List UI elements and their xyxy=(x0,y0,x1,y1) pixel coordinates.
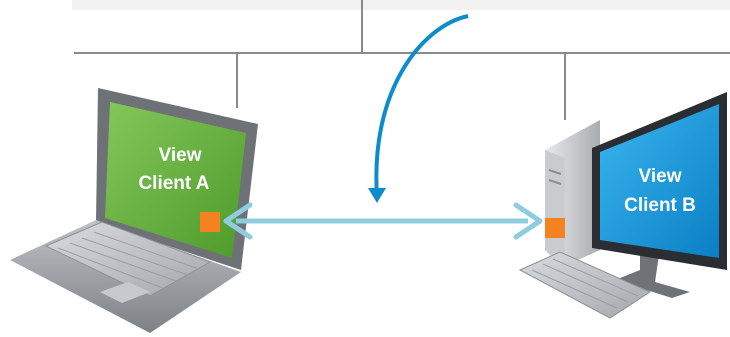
connection-arrow xyxy=(226,205,540,237)
curved-arrow-head xyxy=(368,188,386,203)
network-bus xyxy=(74,0,730,120)
client-b-label-line2: Client B xyxy=(624,195,696,216)
top-band xyxy=(72,0,730,10)
desktop-keyboard xyxy=(520,252,650,318)
client-a-label-line1: View xyxy=(159,145,202,166)
laptop-client-a: View Client A xyxy=(10,88,258,333)
client-b-label-line1: View xyxy=(639,166,682,187)
client-b-port xyxy=(545,218,565,238)
client-a-port xyxy=(200,212,220,232)
curved-arrow xyxy=(376,16,468,196)
desktop-tower-front xyxy=(545,150,565,268)
client-a-label-line2: Client A xyxy=(138,173,209,194)
desktop-client-b: View Client B xyxy=(520,92,727,318)
